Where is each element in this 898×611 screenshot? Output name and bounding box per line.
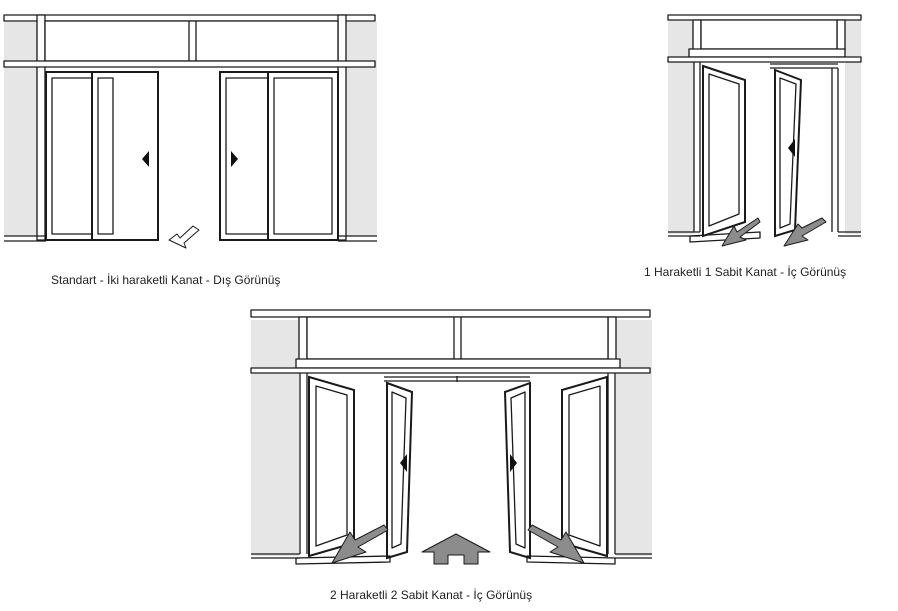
slide-left-arrow [142, 151, 149, 167]
exit-arrow [168, 225, 200, 249]
caption-one-moving: 1 Haraketli 1 Sabit Kanat - İç Görünüş [644, 265, 847, 279]
caption-standard: Standart - İki haraketli Kanat - Dış Gör… [51, 273, 281, 287]
caption-two-moving: 2 Haraketli 2 Sabit Kanat - İç Görünüş [330, 588, 533, 602]
slide-right-arrow [231, 151, 238, 167]
